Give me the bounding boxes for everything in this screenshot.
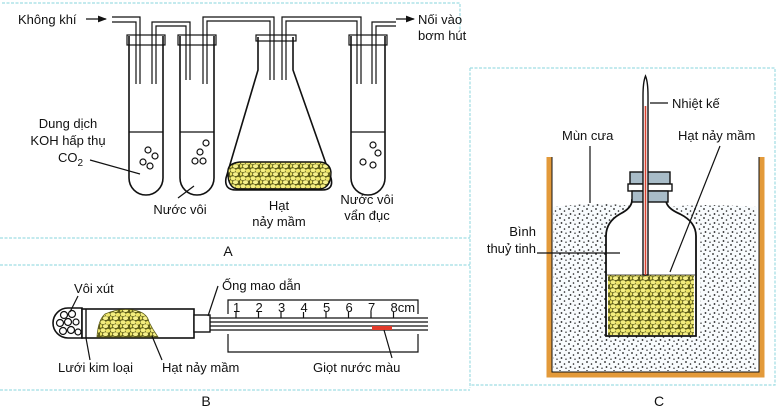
label-koh-line3: CO2 (58, 150, 84, 169)
panel-frames (0, 2, 776, 391)
panel-c: Nhiệt kế Mùn cưa Hạt nảy mầm Bình thuỷ t… (487, 74, 765, 409)
ruler-tick-label: 2 (256, 300, 263, 315)
seeds-in-bottle (608, 275, 694, 335)
label-seeds-b: Hạt nảy mầm (162, 360, 239, 375)
leader-drop (383, 329, 393, 359)
leader-seeds-b (151, 335, 163, 361)
label-capillary: Ống mao dẫn (222, 278, 301, 293)
caption-a: A (223, 243, 233, 259)
label-metal-mesh: Lưới kim loại (58, 360, 133, 375)
bottle-stopper (627, 171, 673, 203)
label-colored-drop: Giọt nước màu (313, 360, 400, 375)
insulated-box (546, 157, 765, 378)
test-tube-cloudy (348, 34, 388, 196)
leader-limewater (177, 185, 195, 199)
label-cloudy-line1: Nước vôi (340, 192, 393, 207)
thermometer (642, 74, 649, 276)
caption-c: C (654, 393, 664, 409)
label-seeds-line2: nảy mầm (252, 214, 305, 229)
label-glass-line2: thuỷ tinh (487, 241, 536, 256)
label-co-subscript: 2 (78, 158, 84, 169)
label-co: CO (58, 150, 78, 165)
label-koh-line1: Dung dịch (39, 116, 98, 131)
ruler-tick-label: 8cm (391, 300, 416, 315)
label-soda-lime: Vôi xút (74, 281, 114, 296)
label-sawdust: Mùn cưa (562, 128, 614, 143)
leader-seeds-c (669, 145, 721, 273)
label-seeds-line1: Hạt (269, 198, 290, 213)
label-cloudy-line2: vẩn đục (344, 208, 390, 223)
ruler-tick-label: 3 (278, 300, 285, 315)
leader-mesh (85, 337, 91, 361)
capillary-tube (210, 317, 428, 331)
leader-koh (89, 159, 141, 175)
test-tube-koh (126, 34, 166, 196)
caption-b: B (201, 393, 210, 409)
label-air-in: Không khí (18, 12, 77, 27)
pipe-system (112, 16, 396, 84)
colored-drop (372, 326, 392, 330)
seeds-in-flask (227, 161, 332, 190)
conical-flask (224, 34, 333, 191)
label-koh-line2: KOH hấp thụ (30, 133, 105, 148)
seeds-in-chamber (96, 309, 159, 338)
ruler-tick-label: 4 (301, 300, 308, 315)
ruler-tick-label: 6 (346, 300, 353, 315)
leader-soda-lime (69, 295, 79, 313)
leader-capillary (207, 285, 219, 317)
label-glass-line1: Bình (509, 224, 536, 239)
sawdust (553, 204, 757, 371)
soda-lime-granules (55, 309, 82, 336)
ruler-tick-label: 1 (233, 300, 240, 315)
panel-a: Không khí Nối vào bơm hút Dung dịch KOH … (18, 12, 467, 259)
label-pump-line1: Nối vào (418, 12, 462, 27)
label-seeds-c: Hạt nảy mầm (678, 128, 755, 143)
label-limewater: Nước vôi (153, 202, 206, 217)
test-tube-limewater (177, 34, 217, 196)
ruler-tick-label: 5 (323, 300, 330, 315)
label-pump-line2: bơm hút (418, 28, 467, 43)
label-thermometer: Nhiệt kế (672, 96, 720, 111)
ruler-tick-label: 7 (368, 300, 375, 315)
